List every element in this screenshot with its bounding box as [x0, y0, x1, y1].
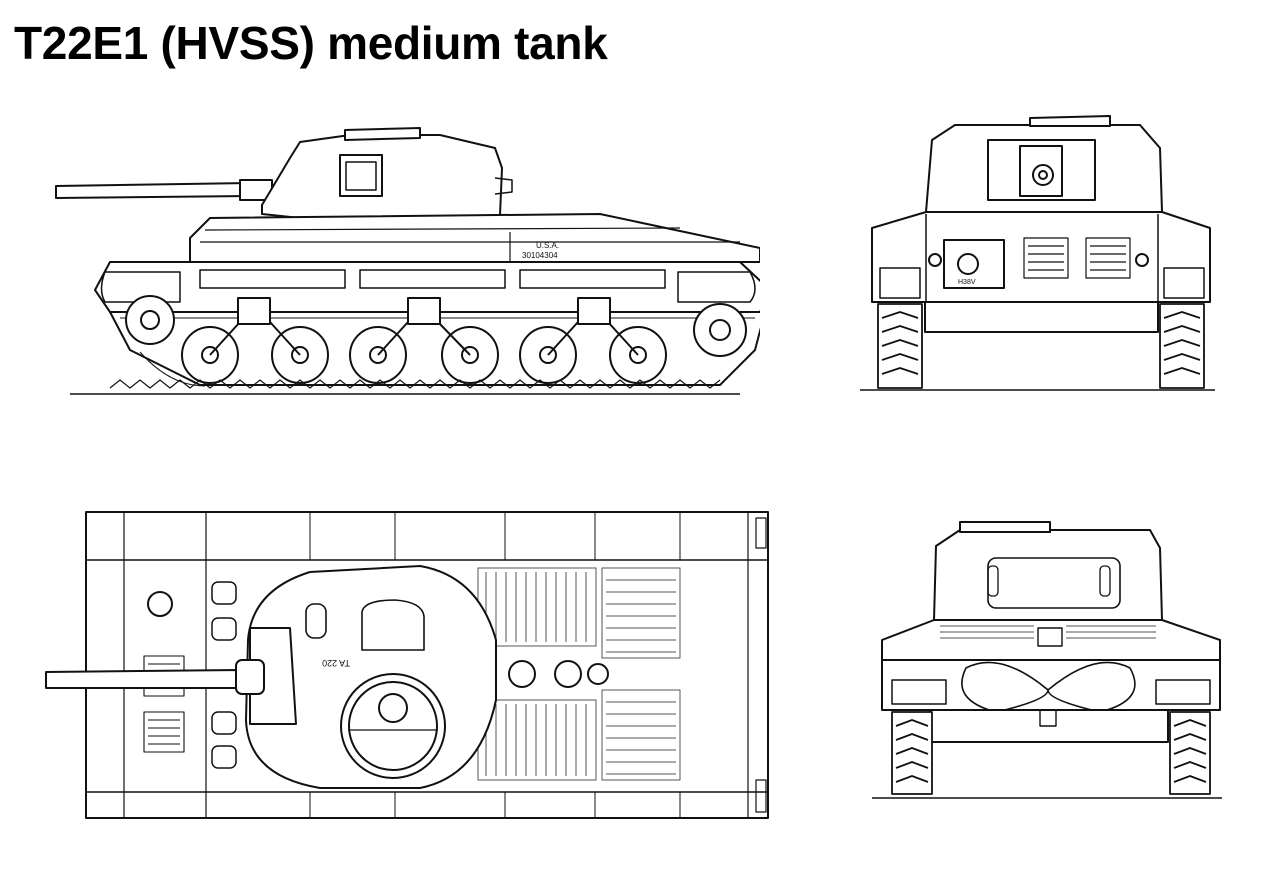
idler-wheel [125, 295, 175, 345]
side-view-drawing: U.S.A. 30104304 [55, 127, 760, 395]
page-title: T22E1 (HVSS) medium tank [14, 17, 608, 69]
tracks [877, 303, 1205, 389]
drive-sprocket [693, 303, 747, 357]
commander-cupola [340, 673, 446, 779]
top-view-drawing: TA 220 [45, 511, 769, 819]
front-plate-text: H38V [958, 279, 976, 286]
turret-marking: TA 220 [322, 658, 350, 668]
upper-hull [189, 213, 760, 263]
track [109, 311, 760, 386]
turret [933, 529, 1163, 621]
rear-view-drawing [872, 521, 1222, 799]
side-marking-number: 30104304 [522, 251, 558, 260]
gun-barrel [45, 669, 241, 689]
hull-rear [881, 659, 1221, 711]
tracks [891, 711, 1211, 795]
gun-barrel [55, 182, 251, 199]
side-marking-usa: U.S.A. [536, 241, 559, 250]
front-view-drawing: H38V [860, 115, 1215, 391]
